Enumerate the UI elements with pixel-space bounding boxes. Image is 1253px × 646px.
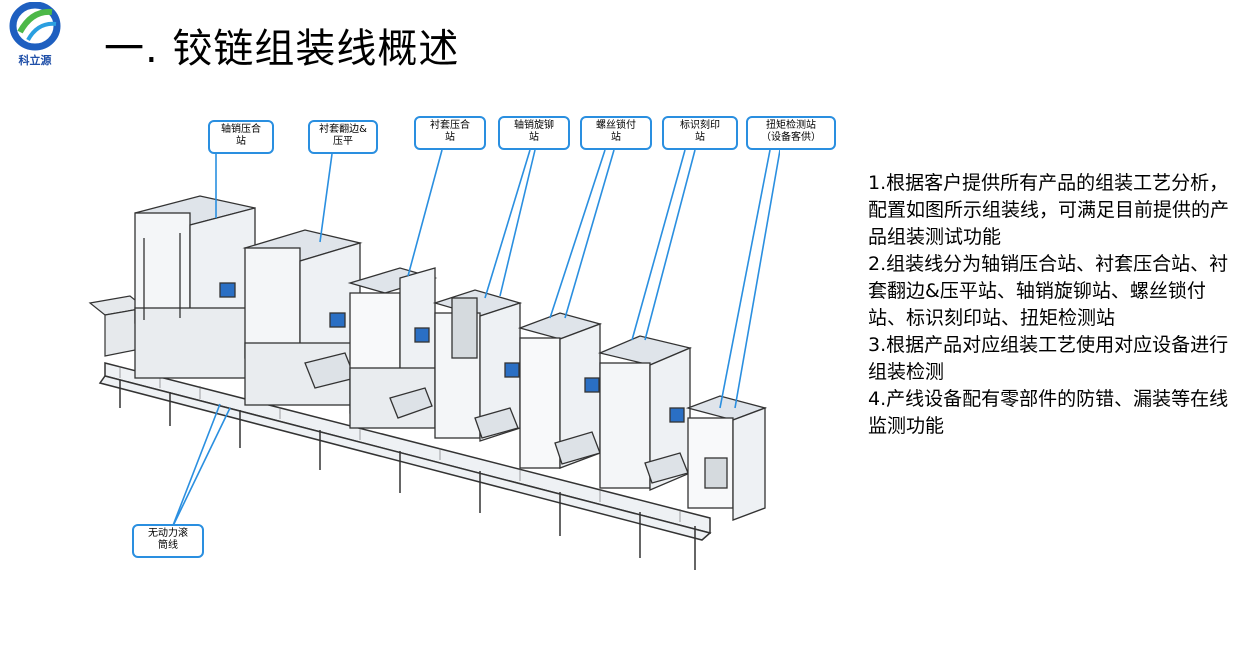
- callout-screw-fastening-station: 螺丝锁付 站: [580, 116, 652, 150]
- logo-text: 科立源: [18, 54, 52, 67]
- company-logo: 科立源: [4, 2, 68, 72]
- description-item: 1.根据客户提供所有产品的组装工艺分析，配置如图所示组装线，可满足目前提供的产品…: [868, 172, 1230, 248]
- assembly-line-drawing: [88, 149, 780, 570]
- station-2: [242, 229, 363, 406]
- station-6: [597, 335, 693, 491]
- station-3: [347, 267, 438, 429]
- callout-bushing-flange-station: 衬套翻边& 压平: [308, 120, 378, 154]
- callout-marking-station: 标识刻印 站: [662, 116, 738, 150]
- description-item: 4.产线设备配有零部件的防错、漏装等在线监测功能: [868, 388, 1229, 437]
- leader-lines: [171, 149, 780, 529]
- station-4: [432, 289, 523, 442]
- description-item: 3.根据产品对应组装工艺使用对应设备进行组装检测: [868, 334, 1229, 383]
- station-5: [517, 312, 603, 469]
- callout-roller-conveyor: 无动力滚 筒线: [132, 524, 204, 558]
- station-7: [685, 395, 768, 521]
- description-text: 1.根据客户提供所有产品的组装工艺分析，配置如图所示组装线，可满足目前提供的产品…: [868, 170, 1238, 440]
- description-item: 2.组装线分为轴销压合站、衬套压合站、衬套翻边&压平站、轴销旋铆站、螺丝锁付站、…: [868, 253, 1229, 329]
- assembly-line-figure: 轴销压合 站 衬套翻边& 压平 衬套压合 站 轴销旋铆 站 螺丝锁付 站 标识刻…: [80, 108, 836, 628]
- callout-torque-station: 扭矩检测站 （设备客供）: [746, 116, 836, 150]
- callout-pin-riveting-station: 轴销旋铆 站: [498, 116, 570, 150]
- page-title: 一. 铰链组装线概述: [104, 26, 460, 72]
- kly-logo-icon: [9, 2, 61, 51]
- callout-bushing-press-station: 衬套压合 站: [414, 116, 486, 150]
- callout-pin-press-station: 轴销压合 站: [208, 120, 274, 154]
- station-1: [134, 195, 256, 379]
